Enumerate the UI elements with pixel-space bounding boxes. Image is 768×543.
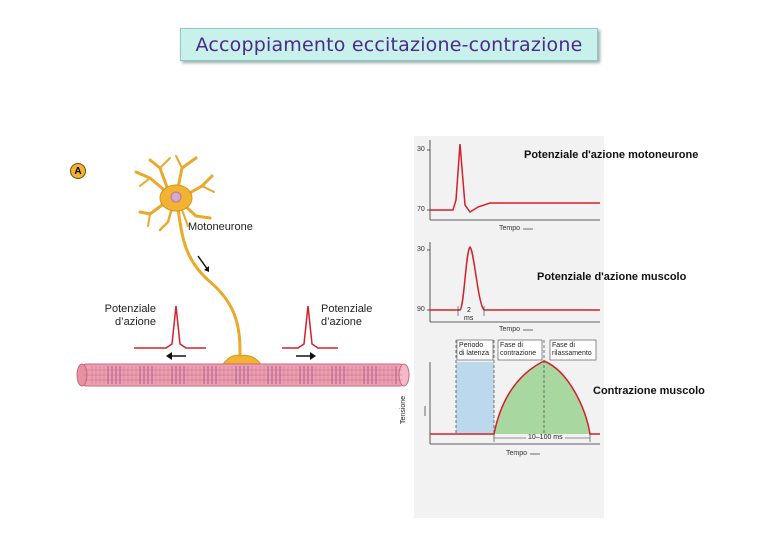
g1-xlabel: Tempo bbox=[499, 225, 521, 232]
right-action-potential-trace bbox=[282, 305, 338, 349]
g2-xlabel: Tempo bbox=[499, 326, 521, 333]
g2-ytick-90: 90 bbox=[417, 306, 425, 313]
motoneuron-graph-title: Potenziale d'azione motoneurone bbox=[524, 149, 699, 161]
g3-xlabel: Tempo bbox=[506, 450, 528, 457]
g3-ylabel: Tensione bbox=[400, 395, 407, 424]
motoneuron-icon bbox=[134, 155, 242, 364]
graphs-panel bbox=[414, 136, 604, 518]
g2-ytick-30: 30 bbox=[417, 246, 425, 253]
page-title: Accoppiamento eccitazione-contrazione bbox=[195, 33, 583, 56]
title-box: Accoppiamento eccitazione-contrazione bbox=[180, 28, 598, 61]
g1-ytick-30: 30 bbox=[417, 146, 425, 153]
g2-duration-unit: ms bbox=[464, 315, 474, 322]
neuromuscular-junction-icon bbox=[221, 354, 263, 367]
contraction-graph bbox=[429, 339, 600, 445]
contraction-graph-title: Contrazione muscolo bbox=[593, 385, 705, 397]
muscle-fiber-icon bbox=[76, 363, 410, 387]
nucleus-icon bbox=[170, 191, 182, 203]
motoneurone-label: Motoneurone bbox=[188, 221, 253, 233]
muscle-potential-graph-title: Potenziale d'azione muscolo bbox=[537, 271, 687, 283]
signal-arrow-icon bbox=[197, 255, 209, 271]
muscle-potential-graph bbox=[427, 242, 600, 323]
panel-label: A bbox=[70, 163, 86, 179]
g1-ytick-70: 70 bbox=[417, 206, 425, 213]
g2-duration-value: 2 bbox=[467, 307, 471, 314]
motoneuron-graph bbox=[427, 140, 600, 221]
g3-duration-label: 10–100 ms bbox=[526, 434, 565, 442]
left-action-potential-trace bbox=[134, 305, 206, 349]
